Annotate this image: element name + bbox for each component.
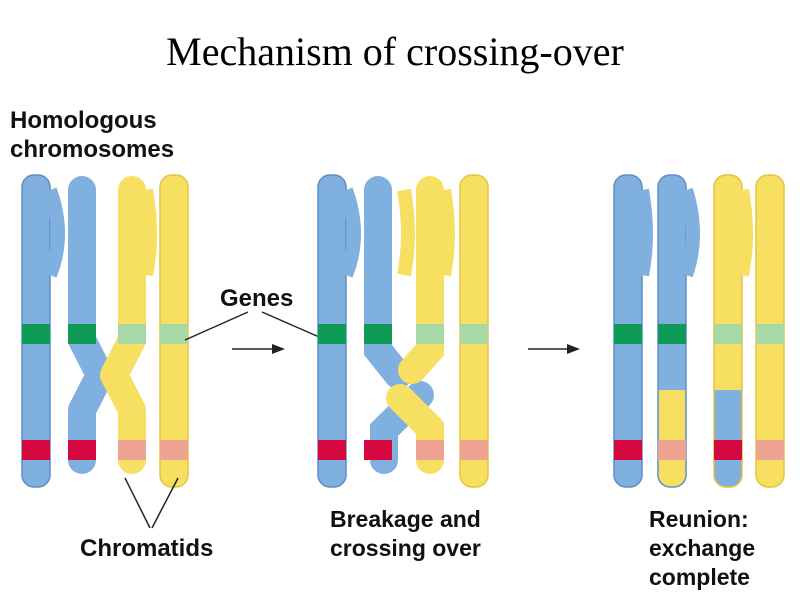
panel-reunion (613, 174, 785, 488)
gene-green-band (364, 324, 392, 344)
gene-pink-band (658, 440, 686, 460)
panel-breakage (317, 174, 489, 488)
page-title: Mechanism of crossing-over (166, 29, 624, 74)
reunion-label-line2: exchange (649, 535, 756, 561)
gene-red-band (68, 440, 96, 460)
panel-homologous (21, 174, 189, 488)
gene-pink-band (160, 440, 188, 460)
gene-lightgreen-band (756, 324, 784, 344)
homologous-chromosomes-label: Homologous chromosomes (10, 106, 174, 164)
breakage-label-line2: crossing over (330, 535, 481, 561)
chromatids-label: Chromatids (80, 535, 214, 562)
gene-green-band (318, 324, 346, 344)
chromatids-pointer-lines (124, 477, 179, 529)
gene-pink-band (756, 440, 784, 460)
reunion-label: Reunion: exchange complete (649, 505, 755, 592)
gene-lightgreen-band (416, 324, 444, 344)
gene-pink-band (460, 440, 488, 460)
genes-label: Genes (220, 285, 294, 312)
gene-red-band (22, 440, 50, 460)
gene-green-band (22, 324, 50, 344)
gene-red-band (364, 440, 392, 460)
gene-lightgreen-band (118, 324, 146, 344)
gene-green-band (614, 324, 642, 344)
reunion-label-line3: complete (649, 564, 750, 590)
blue-chromosome-1 (21, 174, 114, 488)
arrow-right-icon (528, 344, 580, 354)
breakage-label-line1: Breakage and (330, 506, 481, 532)
gene-red-band (614, 440, 642, 460)
breakage-label: Breakage and crossing over (330, 505, 481, 563)
homologous-label-line1: Homologous (10, 107, 157, 134)
gene-green-band (658, 324, 686, 344)
gene-lightgreen-band (160, 324, 188, 344)
genes-pointer-lines (184, 311, 327, 341)
gene-lightgreen-band (714, 324, 742, 344)
homologous-label-line2: chromosomes (10, 136, 175, 163)
gene-pink-band (416, 440, 444, 460)
chromatid-yellow-left (100, 176, 146, 474)
chromatid-blue-right (67, 176, 114, 474)
gene-lightgreen-band (460, 324, 488, 344)
gene-red-band (714, 440, 742, 460)
gene-red-band (318, 440, 346, 460)
reunion-label-line1: Reunion: (649, 506, 749, 532)
chromatid-blue-crossing (364, 176, 412, 389)
gene-pink-band (118, 440, 146, 460)
yellow-chromosome-1 (100, 174, 189, 488)
gene-green-band (68, 324, 96, 344)
chromatid-yellow-crossing (398, 176, 444, 384)
arrow-right-icon (232, 344, 285, 354)
